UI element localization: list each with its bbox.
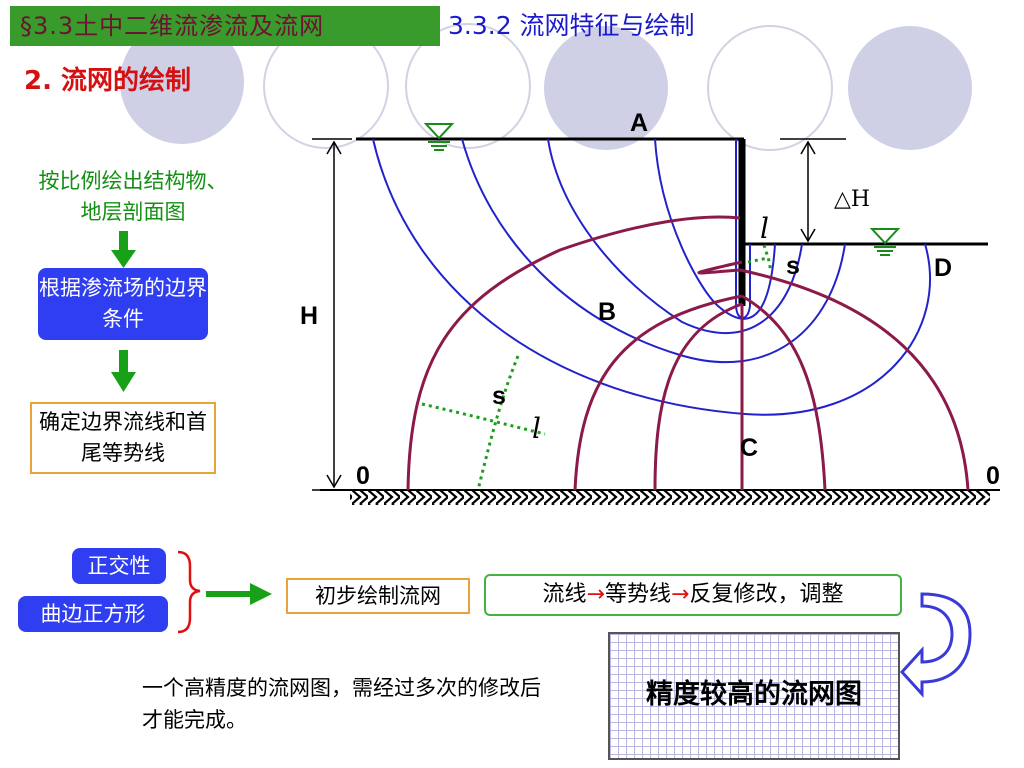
arrow-sep-2: → xyxy=(671,582,690,607)
tag-curvilinear-square: 曲边正方形 xyxy=(18,596,168,632)
section-title: 2. 流网的绘制 xyxy=(24,66,192,96)
initial-draw-box: 初步绘制流网 xyxy=(286,578,470,614)
result-label: 精度较高的流网图 xyxy=(646,679,862,710)
label-h: H xyxy=(300,302,318,330)
equipotential-lines xyxy=(406,215,970,491)
label-zero-right: 0 xyxy=(986,462,1000,490)
equipotential-line-3 xyxy=(573,294,743,491)
equipotential-line-4 xyxy=(741,294,827,491)
flow-line-1 xyxy=(372,138,931,416)
equipotential-line-2 xyxy=(697,260,970,491)
revise-process-box: 流线→等势线→反复修改，调整 xyxy=(484,574,902,616)
title-bar: §3.3土中二维流渗流及流网 xyxy=(10,6,440,46)
label-s-top: s xyxy=(786,252,800,280)
revise-label: 反复修改，调整 xyxy=(689,582,844,607)
deco-circle-6 xyxy=(848,26,972,150)
note-text: 一个高精度的流网图，需经过多次的修改后才能完成。 xyxy=(142,676,541,732)
page-title: §3.3土中二维流渗流及流网 xyxy=(20,12,325,40)
deco-circle-3 xyxy=(405,23,531,149)
label-a: A xyxy=(630,109,648,137)
tag-orthogonality: 正交性 xyxy=(72,548,166,584)
label-l-mid: l xyxy=(532,412,541,445)
water-level-symbol-downstream xyxy=(869,228,901,256)
square-mark-l-mid xyxy=(421,402,546,436)
label-delta-h: △H xyxy=(834,187,870,212)
square-mark-s-top xyxy=(762,244,772,272)
water-level-symbol-upstream xyxy=(423,123,455,151)
loop-arrow-icon xyxy=(899,592,972,698)
square-mark-l-top xyxy=(747,256,769,264)
flow-line-3 xyxy=(547,138,803,334)
label-d: D xyxy=(934,254,952,282)
page-subtitle: 3.3.2 流网特征与绘制 xyxy=(448,11,695,40)
deco-circle-4 xyxy=(544,26,668,150)
label-zero-left: 0 xyxy=(356,462,370,490)
dimension-h xyxy=(312,138,352,491)
square-mark-s-mid xyxy=(476,355,520,491)
step-boundary-conditions: 根据渗流场的边界条件 xyxy=(38,268,208,340)
red-brace xyxy=(177,550,201,634)
equipotential-label: 等势线 xyxy=(604,582,671,607)
impervious-base-hatch xyxy=(350,491,990,505)
right-arrow xyxy=(206,583,272,605)
curvilinear-square-marks xyxy=(421,244,772,491)
arrow-sep-1: → xyxy=(586,582,605,607)
result-grid-box xyxy=(608,632,900,760)
flow-line-label: 流线 xyxy=(542,582,587,607)
step-arrow-1 xyxy=(111,231,136,268)
label-l-top: l xyxy=(760,212,769,245)
step-arrow-2 xyxy=(111,350,136,392)
dimension-delta-h xyxy=(780,138,846,245)
equipotential-line-5 xyxy=(653,302,743,491)
label-s-mid: s xyxy=(492,382,506,410)
label-b: B xyxy=(598,298,616,326)
label-c: C xyxy=(740,434,758,462)
deco-circle-5 xyxy=(707,25,833,151)
equipotential-line-1 xyxy=(406,215,741,491)
step-determine-lines: 确定边界流线和首尾等势线 xyxy=(30,402,216,474)
deco-circle-1 xyxy=(120,20,244,144)
step-draw-structure: 按比例绘出结构物、地层剖面图 xyxy=(38,169,228,224)
flow-lines xyxy=(372,138,931,416)
flow-line-4 xyxy=(654,138,776,320)
